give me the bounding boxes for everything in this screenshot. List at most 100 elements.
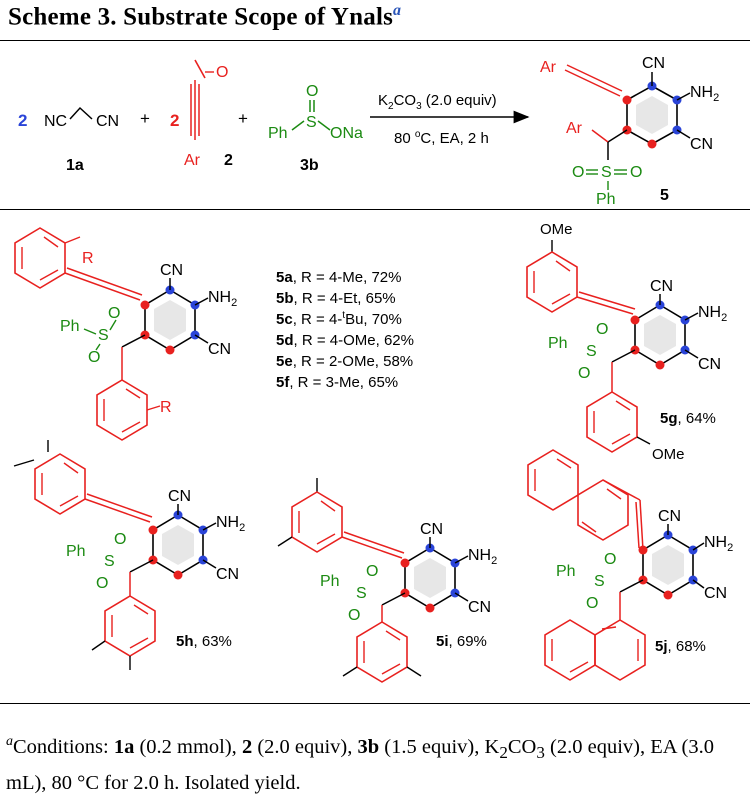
product-alkyne-a xyxy=(564,69,621,97)
oxygen-5a-top: O xyxy=(108,305,120,322)
cn-top-5h: CN xyxy=(168,488,191,505)
cn-top-5g: CN xyxy=(650,278,673,295)
svg-text:NH2: NH2 xyxy=(208,289,237,309)
product-alkyne-b xyxy=(566,64,623,92)
bottom-rule xyxy=(0,703,750,704)
product-aryl-top: Ar xyxy=(540,59,557,76)
cn-label: CN xyxy=(96,113,119,130)
product-5: Ar CN NH2 CN Ar O S O Ph 5 xyxy=(540,55,719,208)
cn-top-5j: CN xyxy=(658,508,681,525)
scheme-title-text: Scheme 3. Substrate Scope of Ynals xyxy=(8,3,394,31)
product-so-oxygen-right: O xyxy=(630,164,642,181)
cn-top-5a: CN xyxy=(160,262,183,279)
sulfur-5j: S xyxy=(594,573,605,590)
product-ring-shade xyxy=(636,96,668,134)
phenyl-5i: Ph xyxy=(320,573,340,590)
middle-rule xyxy=(0,209,750,210)
footnote: aConditions: 1a (0.2 mmol), 2 (2.0 equiv… xyxy=(6,734,714,794)
oxygen-5i-top: O xyxy=(366,563,378,580)
oxygen-5j-top: O xyxy=(604,551,616,568)
aldehyde-bond xyxy=(194,59,206,79)
svg-text:5g, 64%: 5g, 64% xyxy=(660,410,716,427)
methoxy-bottom-5g: OMe xyxy=(652,446,685,463)
compound-5g: OMe CN NH2 CN Ph S O O OMe 5g, 64% xyxy=(526,221,727,463)
cn-bottom-5a: CN xyxy=(208,341,231,358)
product-so-oxygen-left: O xyxy=(572,164,584,181)
compound-label-1a: 1a xyxy=(66,157,84,174)
scope-entries-5a-5f: 5a, R = 4-Me, 72% 5b, R = 4-Et, 65% 5c, … xyxy=(276,269,414,391)
r-group-bottom: R xyxy=(160,399,172,416)
svg-text:5b, R = 4-Et, 65%: 5b, R = 4-Et, 65% xyxy=(276,290,396,307)
compound-5j: CN NH2 CN Ph S O O 5j, 68% xyxy=(527,449,733,681)
aryl-label: Ar xyxy=(184,152,201,169)
oxygen-5g-bottom: O xyxy=(578,365,590,382)
compound-label-2: 2 xyxy=(224,152,233,169)
oxygen-5i-bottom: O xyxy=(348,607,360,624)
compound-label-3b: 3b xyxy=(300,157,319,174)
sulfur-5g: S xyxy=(586,343,597,360)
malononitrile-bonds xyxy=(69,106,93,120)
product-cn-top: CN xyxy=(642,55,665,72)
svg-text:NH2: NH2 xyxy=(704,534,733,554)
oxygen-5h-top: O xyxy=(114,531,126,548)
cn-top-5i: CN xyxy=(420,521,443,538)
svg-text:5e, R = 2-OMe, 58%: 5e, R = 2-OMe, 58% xyxy=(276,353,413,370)
methoxy-top-5g: OMe xyxy=(540,221,573,238)
oxygen-label: O xyxy=(216,64,228,81)
cn-bottom-5g: CN xyxy=(698,356,721,373)
svg-text:5i, 69%: 5i, 69% xyxy=(436,633,487,650)
plus-sign-2: + xyxy=(238,109,248,128)
coefficient-1a: 2 xyxy=(18,111,27,130)
footnote-mark: a xyxy=(6,734,13,749)
scheme-title-footnote-mark: a xyxy=(393,2,402,19)
phenyl-5g: Ph xyxy=(548,335,568,352)
s-o-bond xyxy=(317,120,331,131)
sulfur-5i: S xyxy=(356,585,367,602)
svg-text:K2CO3 (2.0 equiv): K2CO3 (2.0 equiv) xyxy=(378,92,497,112)
svg-text:5j, 68%: 5j, 68% xyxy=(655,638,706,655)
r-group-top: R xyxy=(82,250,94,267)
aryl-ring-bottom xyxy=(96,379,148,441)
oxygen-5g-top: O xyxy=(596,321,608,338)
reactant-malononitrile: 2 NC CN 1a xyxy=(18,106,119,174)
cn-bottom-5i: CN xyxy=(468,599,491,616)
oxygen-5a-bottom: O xyxy=(88,349,100,366)
product-cn-bottom: CN xyxy=(690,136,713,153)
top-rule xyxy=(0,40,750,41)
phenyl-5j: Ph xyxy=(556,563,576,580)
svg-text:NH2: NH2 xyxy=(216,514,245,534)
oxygen-5j-bottom: O xyxy=(586,595,598,612)
reactant-ynal: 2 O Ar 2 xyxy=(170,59,233,169)
sulfur-5h: S xyxy=(104,553,115,570)
sulfinate-phenyl: Ph xyxy=(268,125,288,142)
cn-bottom-5h: CN xyxy=(216,566,239,583)
coefficient-2: 2 xyxy=(170,111,179,130)
reaction-conditions: K2CO3 (2.0 equiv) 80 oC, EA, 2 h xyxy=(370,92,530,147)
svg-text:NH2: NH2 xyxy=(690,84,719,104)
scheme-title: Scheme 3. Substrate Scope of Ynalsa xyxy=(8,2,401,31)
plus-sign-1: + xyxy=(140,109,150,128)
nc-label: NC xyxy=(44,113,67,130)
ph-s-bond xyxy=(291,120,305,131)
compound-label-5: 5 xyxy=(660,187,669,204)
product-sulfur: S xyxy=(601,164,612,181)
svg-text:NH2: NH2 xyxy=(698,304,727,324)
svg-text:5d, R = 4-OMe, 62%: 5d, R = 4-OMe, 62% xyxy=(276,332,414,349)
phenyl-5a: Ph xyxy=(60,318,80,335)
svg-text:5c, R = 4-tBu, 70%: 5c, R = 4-tBu, 70% xyxy=(276,310,402,328)
compound-5h: CN NH2 CN Ph S O O 5h, 63% xyxy=(13,440,245,670)
svg-text:80 oC, EA, 2 h: 80 oC, EA, 2 h xyxy=(394,129,489,147)
svg-text:5f, R = 3-Me, 65%: 5f, R = 3-Me, 65% xyxy=(276,374,398,391)
svg-text:5a, R = 4-Me, 72%: 5a, R = 4-Me, 72% xyxy=(276,269,401,286)
scope-structure-5a-5f: R CN NH2 CN Ph S O O R xyxy=(14,227,237,441)
product-aryl-side: Ar xyxy=(566,120,583,137)
reactant-sulfinate: O Ph S ONa 3b xyxy=(268,83,363,174)
compound-5i: CN NH2 CN Ph S O O 5i, 69% xyxy=(277,478,497,683)
cn-bottom-5j: CN xyxy=(704,585,727,602)
svg-text:5h, 63%: 5h, 63% xyxy=(176,633,232,650)
oxygen-5h-bottom: O xyxy=(96,575,108,592)
sulfinate-ona: ONa xyxy=(330,125,363,142)
sulfur-5a: S xyxy=(98,327,109,344)
product-phenyl: Ph xyxy=(596,191,616,208)
